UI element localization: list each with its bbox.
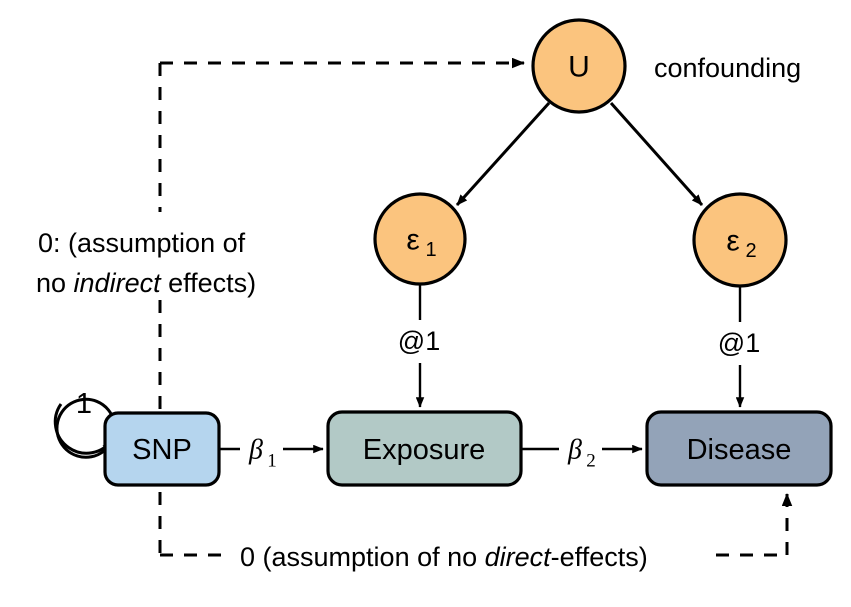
node-epsilon-1-subscript: 1 [425,239,436,261]
annotation-indirect-effects: 0: (assumption of no indirect effects) [36,228,256,298]
edge-snp-self-loop [53,397,116,459]
annotation-indirect-line2-pre: no [36,268,74,298]
node-epsilon-2[interactable]: ε 2 [692,192,788,288]
node-exposure[interactable]: Exposure [326,410,523,487]
node-epsilon-2-subscript: 2 [745,240,756,262]
beta2-subscript: 2 [586,451,596,472]
node-disease-label: Disease [687,434,792,466]
node-disease[interactable]: Disease [645,410,833,487]
annotation-direct-post: -effects) [551,542,648,572]
beta1-symbol: β [248,435,263,466]
annotation-direct-effects: 0 (assumption of no direct-effects) [240,542,648,572]
annotation-indirect-line2-emphasis: indirect [74,268,163,298]
annotation-indirect-line2: no indirect effects) [36,268,256,298]
edge-u-to-epsilon1 [455,101,551,207]
annotation-direct-emphasis: direct [485,542,553,572]
annotation-indirect-line2-post: effects) [161,268,257,298]
snp-self-loop-label: 1 [76,388,92,420]
node-u-label: U [568,51,590,84]
node-snp-label: SNP [132,434,192,466]
edge-snp-to-disease-dashed [160,493,793,557]
node-epsilon-1-label: ε [406,224,419,257]
edge-u-to-epsilon2 [609,102,704,206]
epsilon2-variance-label: @1 [718,328,760,358]
annotation-indirect-line1: 0: (assumption of [38,228,246,258]
annotation-confounding: confounding [654,53,801,83]
node-u[interactable]: U [531,18,627,114]
beta1-subscript: 1 [267,451,277,472]
edge-label-beta2: β 2 [567,435,596,472]
node-epsilon-2-label: ε [726,225,739,258]
epsilon1-variance-label: @1 [398,326,440,356]
node-snp[interactable]: SNP [103,411,221,487]
node-exposure-label: Exposure [363,434,486,466]
annotation-direct-pre: 0 (assumption of no [240,542,485,572]
beta2-symbol: β [567,435,582,466]
node-epsilon-1[interactable]: ε 1 [373,192,467,286]
edge-label-beta1: β 1 [248,435,277,472]
